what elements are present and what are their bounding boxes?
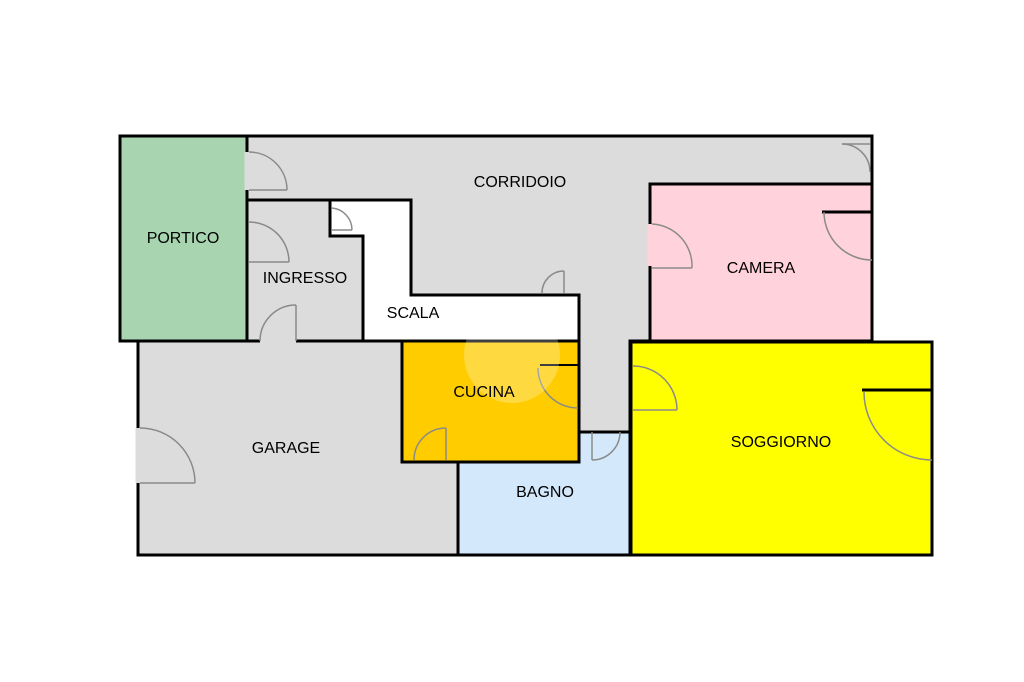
label-ingresso: INGRESSO	[263, 270, 347, 287]
label-corridoio: CORRIDOIO	[474, 174, 566, 191]
door-swing-icon	[248, 151, 288, 191]
door-swing-icon	[651, 223, 693, 269]
door-swing-icon	[823, 211, 873, 261]
label-garage: GARAGE	[252, 440, 320, 457]
label-scala: SCALA	[387, 305, 440, 322]
door-swing-icon	[248, 221, 290, 263]
doors	[135, 143, 933, 484]
door-swing-icon	[591, 431, 621, 461]
door-swing-icon	[632, 365, 678, 411]
label-camera: CAMERA	[727, 260, 796, 277]
door-swing-icon	[537, 367, 579, 409]
light-glow	[464, 307, 560, 403]
label-portico: PORTICO	[147, 230, 220, 247]
label-bagno: BAGNO	[516, 484, 574, 501]
door-swing-icon	[413, 427, 447, 461]
door-swing-icon	[541, 270, 565, 294]
door-swing-icon	[863, 391, 933, 461]
label-soggiorno: SOGGIORNO	[731, 434, 831, 451]
door-swing-icon	[139, 427, 196, 484]
room-portico	[118, 134, 249, 343]
door-swing-icon	[259, 304, 297, 342]
door-swing-icon	[331, 207, 353, 231]
label-cucina: CUCINA	[453, 384, 515, 401]
room-soggiorno	[629, 340, 934, 557]
